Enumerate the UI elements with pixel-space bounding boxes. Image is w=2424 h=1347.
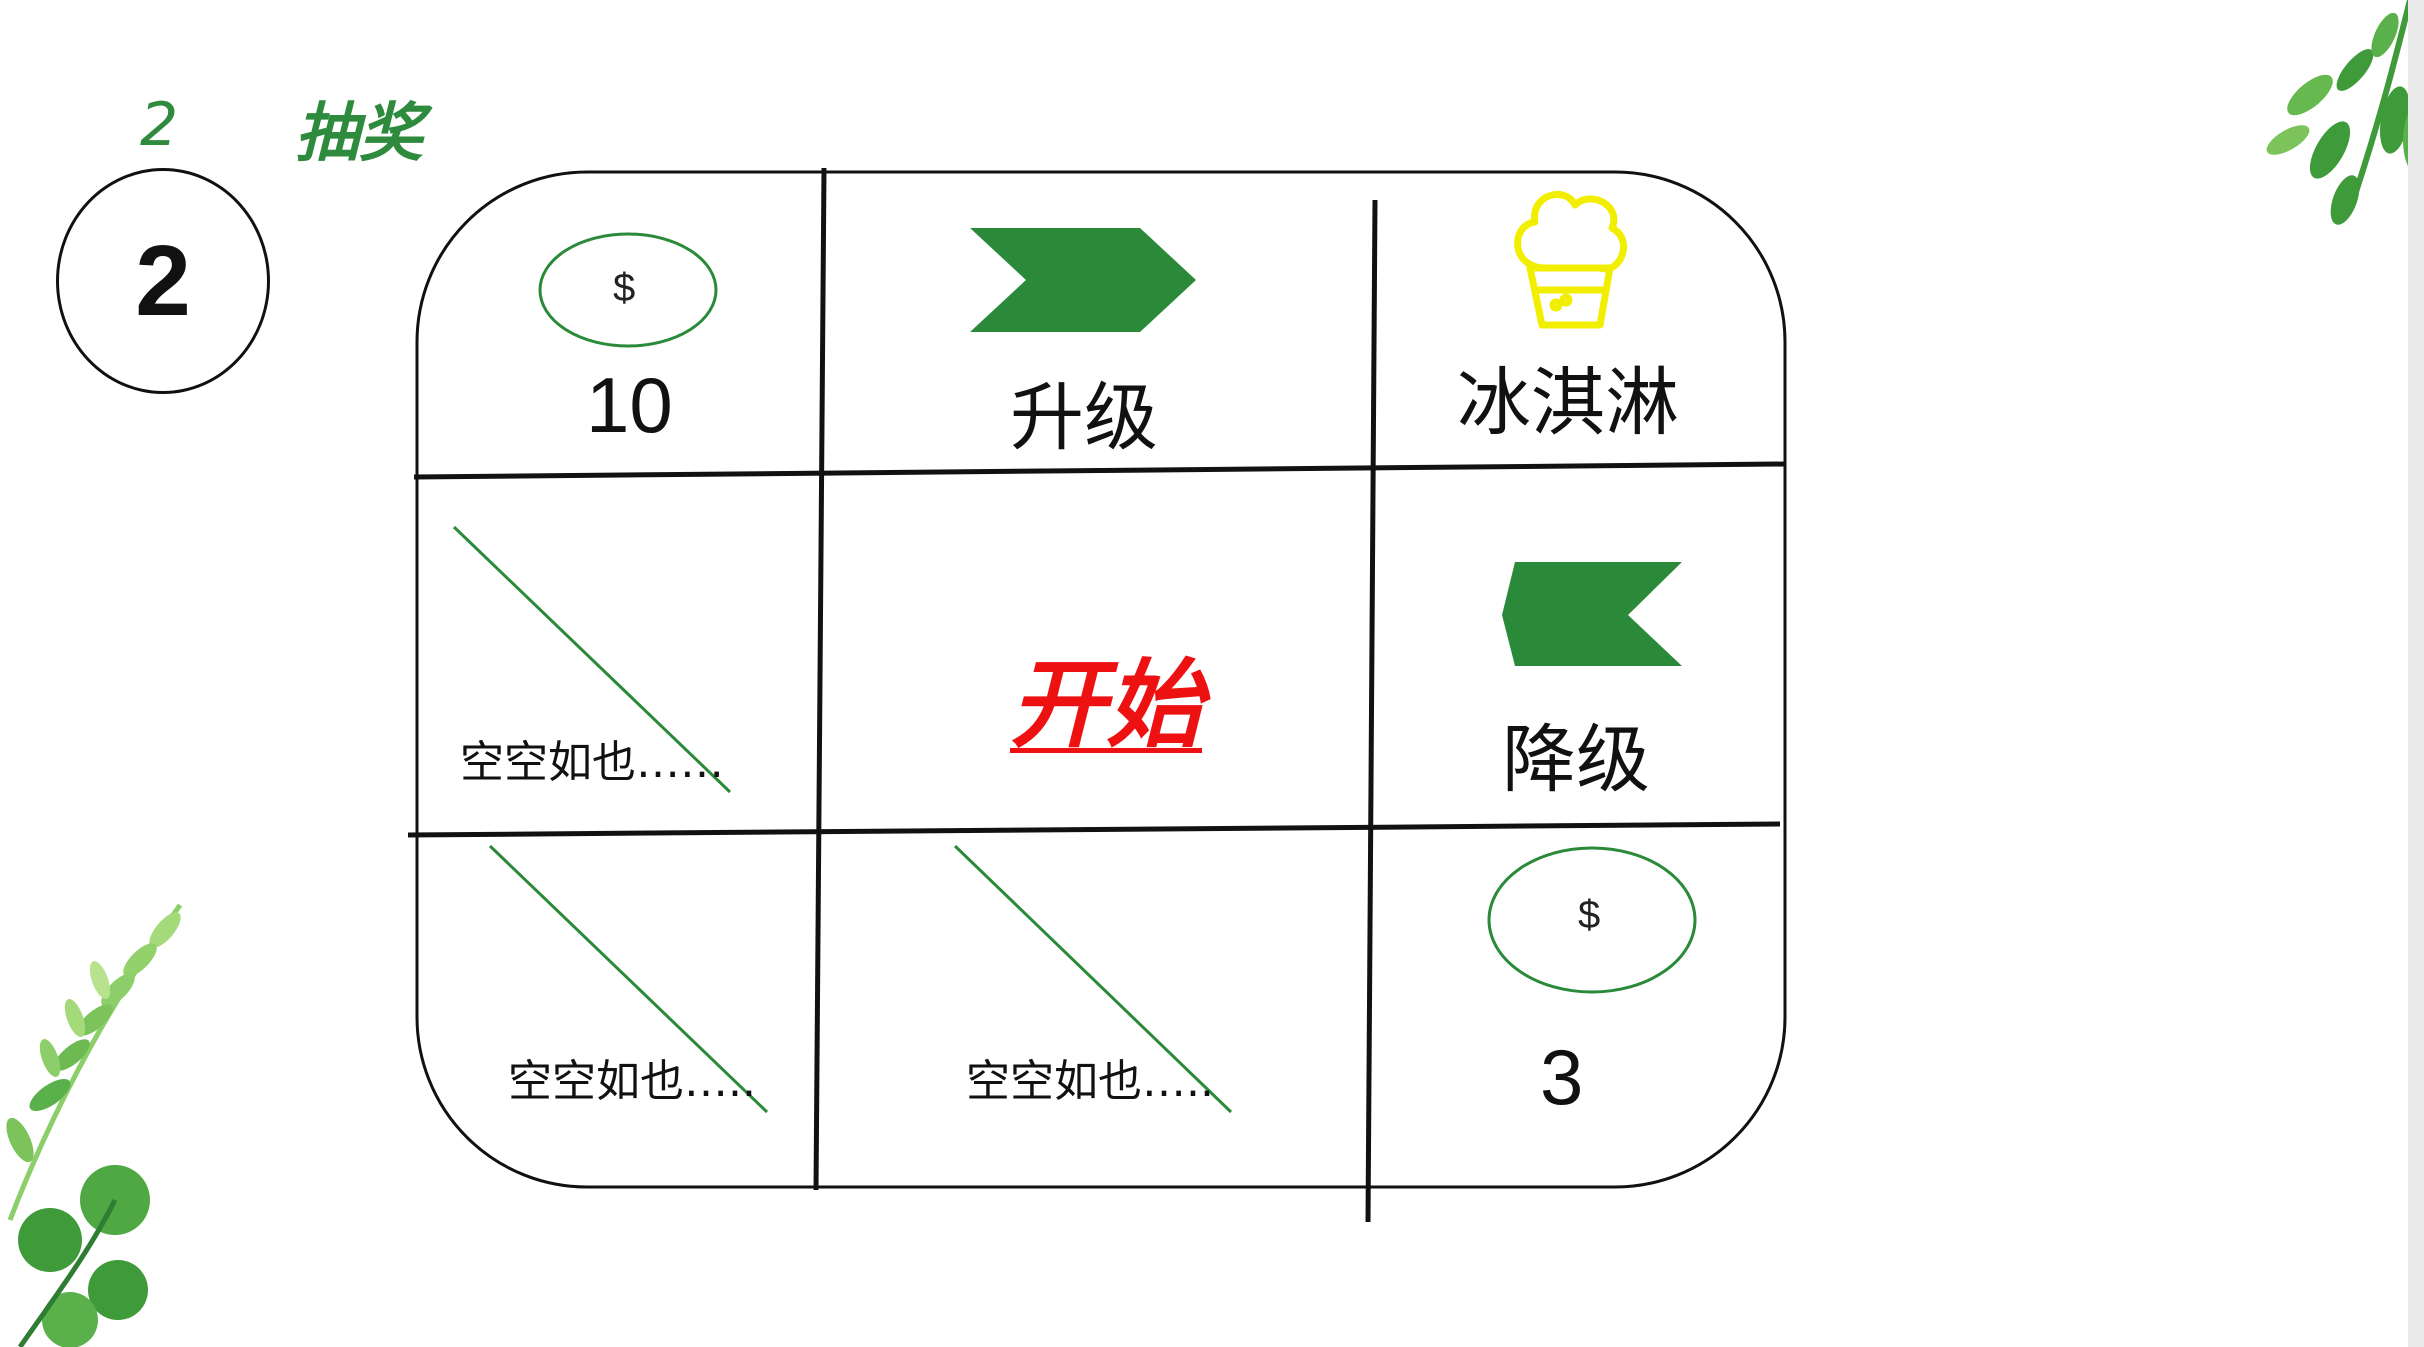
prize-value-10: 10 — [586, 361, 673, 449]
upgrade-chevron-icon — [970, 228, 1196, 332]
icecream-icon — [1514, 191, 1627, 329]
empty-slash-3 — [953, 844, 1233, 1114]
step-badge-number: 2 — [135, 224, 191, 337]
upgrade-label: 升级 — [1010, 375, 1158, 461]
grid-lines — [407, 167, 1786, 1223]
leaf-decoration-bottom-left — [6, 903, 183, 1347]
downgrade-chevron-icon — [1502, 562, 1682, 666]
coin-icon-bottom-right — [1487, 846, 1697, 994]
coin-symbol-top-left: $ — [613, 266, 636, 310]
prize-value-3: 3 — [1540, 1033, 1584, 1121]
scrollbar[interactable] — [2408, 0, 2424, 1347]
empty-label-1: 空空如也…… — [460, 737, 724, 788]
board-frame — [415, 170, 1787, 1189]
section-title: 抽奖 — [295, 97, 423, 171]
empty-label-2: 空空如也….. — [508, 1056, 756, 1107]
icecream-label: 冰淇淋 — [1457, 360, 1679, 446]
empty-label-3: 空空如也….. — [966, 1056, 1214, 1107]
empty-slash-2 — [488, 844, 769, 1114]
start-button[interactable]: 开始 — [1010, 649, 1202, 761]
section-number: 2 — [140, 90, 179, 160]
downgrade-label: 降级 — [1502, 717, 1650, 803]
empty-slash-1 — [452, 525, 732, 794]
coin-icon-top-left — [538, 232, 718, 348]
coin-symbol-bottom-right: $ — [1578, 893, 1601, 937]
step-badge: 2 — [56, 168, 270, 394]
leaf-decoration-top-right — [2266, 0, 2420, 225]
